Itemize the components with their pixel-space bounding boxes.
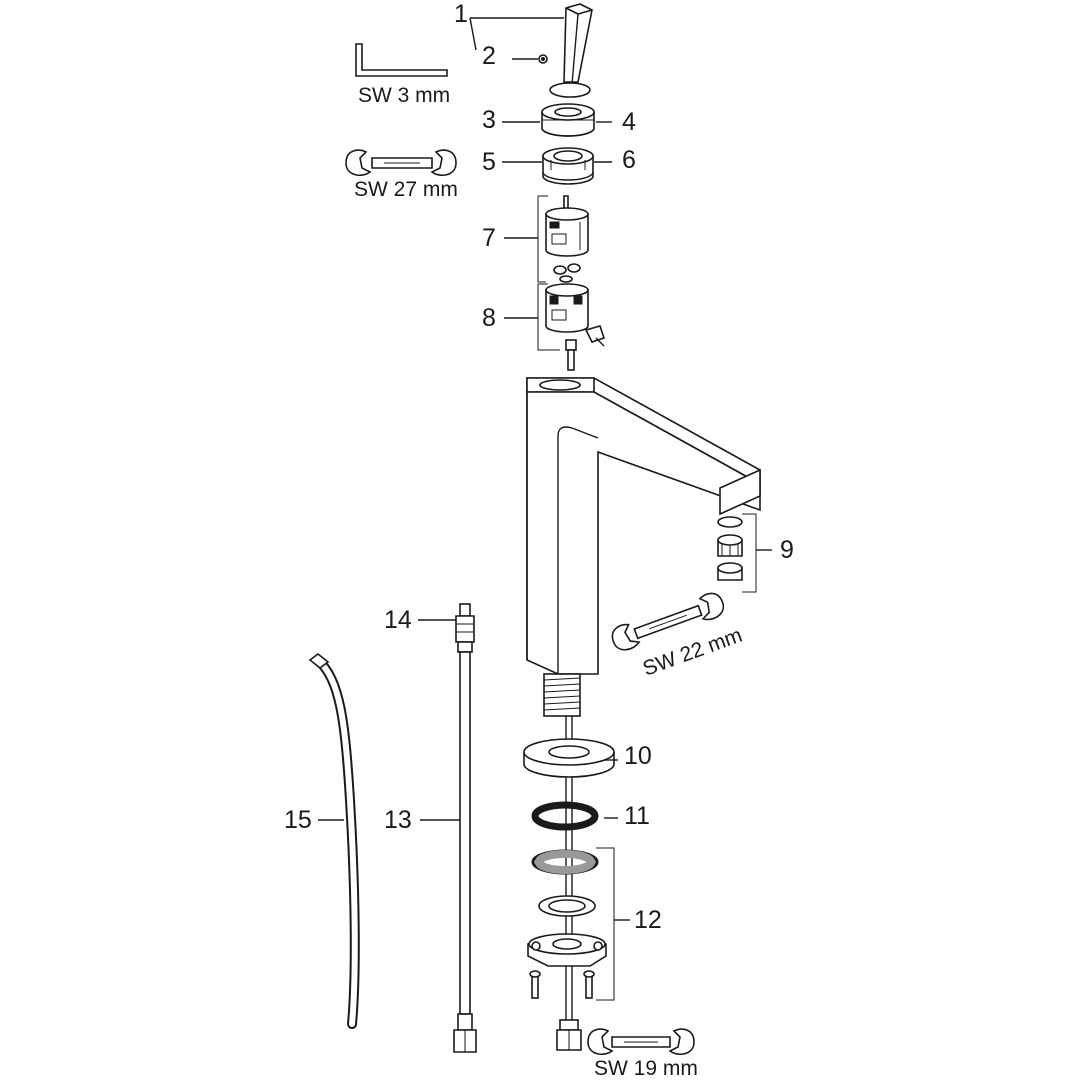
part-number-9: 9 [780,536,794,564]
gasket-11 [531,801,599,831]
cartridge-nut [542,147,594,185]
part-number-12: 12 [634,906,662,934]
hex-key-icon [355,43,448,77]
supply-hose [453,603,477,1053]
wrench-22-icon [611,592,725,651]
part-number-15: 15 [284,806,312,834]
part-number-11: 11 [624,802,650,830]
rod-nut [556,1019,582,1051]
wrench-27-label: SW 27 mm [354,178,458,201]
part-number-3: 3 [482,106,496,134]
valve-adapter [545,283,606,371]
cap-part [541,103,595,137]
part-number-2: 2 [482,42,496,70]
leader-lines [318,17,772,1001]
aerator-set [717,516,743,581]
part-number-7: 7 [482,224,496,252]
handle-lever [549,3,593,98]
part-number-5: 5 [482,148,496,176]
hex-key-label: SW 3 mm [358,84,450,107]
part-number-13: 13 [384,806,412,834]
mounting-nut [527,933,607,999]
part-number-4: 4 [622,108,636,136]
washer-12a [531,849,599,875]
wrench-27-icon [345,149,457,177]
part-number-8: 8 [482,304,496,332]
flexible-tube [308,652,360,1029]
grub-screw [538,54,548,64]
cartridge [545,195,589,283]
washer-12b [538,895,596,917]
part-number-14: 14 [384,606,412,634]
part-number-10: 10 [624,742,652,770]
washer-10 [523,738,615,778]
wrench-19-icon [587,1028,695,1056]
wrench-19-label: SW 19 mm [594,1057,698,1080]
part-number-1: 1 [454,0,468,28]
part-number-6: 6 [622,146,636,174]
